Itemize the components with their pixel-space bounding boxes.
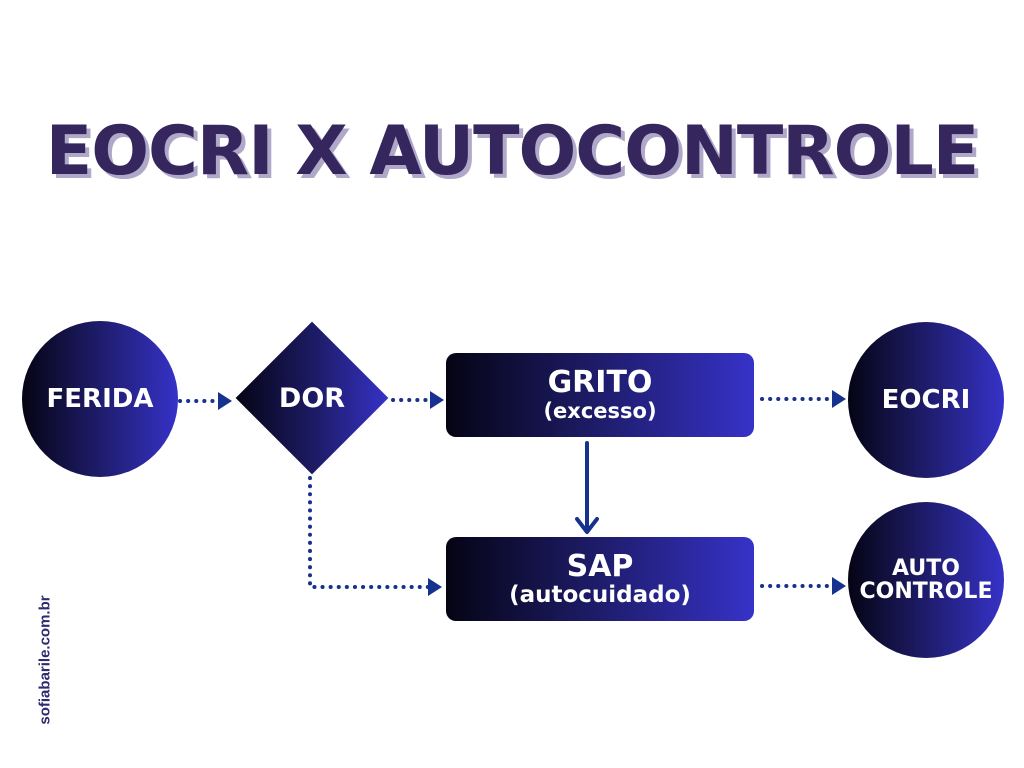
website-credit: sofiabarile.com.br [36, 595, 54, 725]
node-grito-sublabel: (excesso) [543, 399, 657, 423]
node-autocontrole-label-line2: CONTROLE [859, 579, 993, 604]
node-grito: GRITO (excesso) [446, 353, 754, 437]
node-sap-label: SAP [566, 549, 634, 584]
node-autocontrole-label-line1: AUTO [892, 556, 960, 581]
arrowhead-icon [430, 391, 444, 409]
arrowhead-icon [832, 390, 846, 408]
node-autocontrole: AUTO CONTROLE [848, 502, 1004, 658]
node-eocri: EOCRI [848, 322, 1004, 478]
node-dor: DOR [235, 321, 389, 475]
node-ferida: FERIDA [22, 321, 178, 477]
edge-dor-sap [308, 476, 430, 589]
node-eocri-label: EOCRI [881, 385, 971, 415]
node-ferida-label: FERIDA [46, 384, 154, 414]
node-dor-label: DOR [278, 382, 346, 414]
node-sap-sublabel: (autocuidado) [509, 582, 691, 608]
node-sap: SAP (autocuidado) [446, 537, 754, 621]
arrowhead-icon [575, 517, 599, 534]
arrowhead-icon [218, 392, 232, 410]
arrowhead-icon [832, 577, 846, 595]
arrowhead-icon [428, 578, 442, 596]
node-grito-label: GRITO [547, 365, 653, 400]
page-title: EOCRI X AUTOCONTROLE [45, 112, 980, 191]
